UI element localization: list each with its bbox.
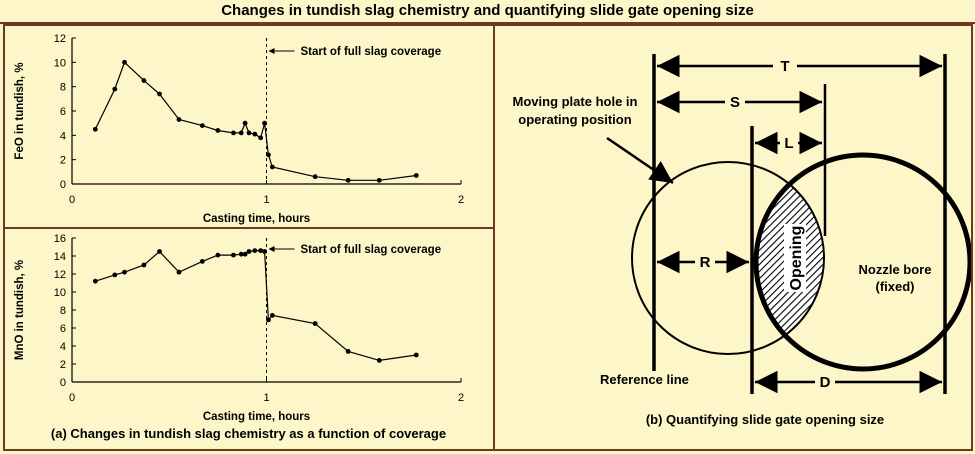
mno-y-tick-label: 8 xyxy=(60,305,66,317)
mno-data-point xyxy=(141,262,147,268)
panel-a-caption: (a) Changes in tundish slag chemistry as… xyxy=(50,426,447,441)
mno-data-point xyxy=(376,358,382,363)
mno-y-tick-label: 6 xyxy=(60,323,66,335)
mno-data-point xyxy=(262,249,267,254)
moving-plate-hole-circle xyxy=(631,161,825,355)
mno-y-tick-label: 2 xyxy=(60,359,66,371)
mno-data-point xyxy=(269,313,275,318)
mno-y-tick-label: 12 xyxy=(54,269,66,281)
label-T: T xyxy=(780,58,789,75)
mno-data-point xyxy=(112,272,118,278)
feo-y-axis-label: FeO in tundish, % xyxy=(14,62,26,159)
feo-x-tick-label: 2 xyxy=(458,194,464,206)
feo-y-tick-label: 8 xyxy=(60,82,66,94)
feo-data-point xyxy=(141,78,147,83)
mno-x-axis-label: Casting time, hours xyxy=(203,411,310,423)
mno-x-tick-label: 1 xyxy=(263,392,269,404)
mno-x-tick-label: 0 xyxy=(69,392,75,404)
feo-annotation: Start of full slag coverage xyxy=(301,46,442,58)
mno-y-tick-label: 0 xyxy=(60,377,66,389)
mno-data-point xyxy=(312,321,318,326)
feo-data-point xyxy=(413,173,419,178)
feo-data-point xyxy=(262,120,267,126)
mno-data-point xyxy=(157,249,162,254)
feo-data-point xyxy=(345,177,351,183)
feo-data-point xyxy=(176,117,182,122)
mno-annotation-arrowhead xyxy=(268,246,275,252)
feo-data-point xyxy=(157,91,162,97)
mno-data-point xyxy=(92,278,98,284)
feo-annotation-arrowhead xyxy=(268,48,275,54)
mno-y-tick-label: 4 xyxy=(60,341,66,353)
feo-data-point xyxy=(242,120,248,126)
mno-y-axis-label: MnO in tundish, % xyxy=(14,260,26,360)
title-divider xyxy=(0,22,975,24)
feo-data-point xyxy=(258,135,264,141)
moving-plate-label-line2: operating position xyxy=(518,112,631,127)
mno-data-point xyxy=(345,349,351,354)
feo-x-tick-label: 1 xyxy=(263,194,269,206)
feo-y-tick-label: 0 xyxy=(60,179,66,191)
feo-data-point xyxy=(312,174,318,180)
mno-data-point xyxy=(215,252,221,258)
slide-gate-diagram: T S L R D Opening Moving plate hole in o… xyxy=(513,54,973,427)
feo-data-point xyxy=(112,86,118,92)
feo-data-point xyxy=(252,131,258,137)
mno-y-tick-label: 14 xyxy=(54,251,66,263)
feo-data-point xyxy=(269,164,275,170)
reference-line-label: Reference line xyxy=(600,372,689,387)
feo-data-point xyxy=(122,59,127,65)
label-L: L xyxy=(784,135,793,152)
mno-data-point xyxy=(242,251,248,257)
mno-data-point xyxy=(238,251,244,257)
opening-label: Opening xyxy=(788,226,805,291)
feo-x-axis-label: Casting time, hours xyxy=(203,213,310,225)
nozzle-label-line2: (fixed) xyxy=(876,279,915,294)
feo-y-tick-label: 6 xyxy=(60,106,66,118)
feo-data-point xyxy=(215,128,221,133)
panel-b-caption: (b) Quantifying slide gate opening size xyxy=(646,412,884,427)
mno-data-point xyxy=(246,249,252,254)
mno-data-point xyxy=(199,259,205,264)
feo-data-point xyxy=(376,177,382,183)
feo-y-tick-label: 4 xyxy=(60,130,66,142)
feo-data-point xyxy=(266,152,271,158)
label-S: S xyxy=(730,94,740,111)
mno-y-tick-label: 10 xyxy=(54,287,66,299)
page-title: Changes in tundish slag chemistry and qu… xyxy=(221,2,754,19)
nozzle-label-line1: Nozzle bore xyxy=(859,262,932,277)
feo-x-tick-label: 0 xyxy=(69,194,75,206)
feo-y-tick-label: 12 xyxy=(54,33,66,45)
mno-data-point xyxy=(413,352,419,358)
feo-y-tick-label: 10 xyxy=(54,57,66,69)
feo-y-tick-label: 2 xyxy=(60,155,66,167)
mno-y-tick-label: 16 xyxy=(54,233,66,245)
mno-data-point xyxy=(122,269,127,275)
mno-annotation: Start of full slag coverage xyxy=(301,244,442,256)
feo-data-point xyxy=(199,123,205,128)
label-R: R xyxy=(700,254,711,271)
mno-data-point xyxy=(266,317,271,323)
feo-data-point xyxy=(246,130,252,136)
feo-data-point xyxy=(238,130,244,136)
feo-data-point xyxy=(92,126,98,132)
label-D: D xyxy=(820,374,831,391)
mno-data-point xyxy=(231,252,236,258)
mno-x-tick-label: 2 xyxy=(458,392,464,404)
mno-data-point xyxy=(176,269,182,275)
mno-data-point xyxy=(252,248,258,253)
moving-plate-pointer xyxy=(606,136,674,185)
feo-data-point xyxy=(231,130,236,136)
moving-plate-label-line1: Moving plate hole in xyxy=(513,94,638,109)
mno-data-point xyxy=(258,248,264,253)
nozzle-bore-circle xyxy=(753,152,973,372)
slide-gate-panel: T S L R D Opening Moving plate hole in o… xyxy=(493,24,973,451)
